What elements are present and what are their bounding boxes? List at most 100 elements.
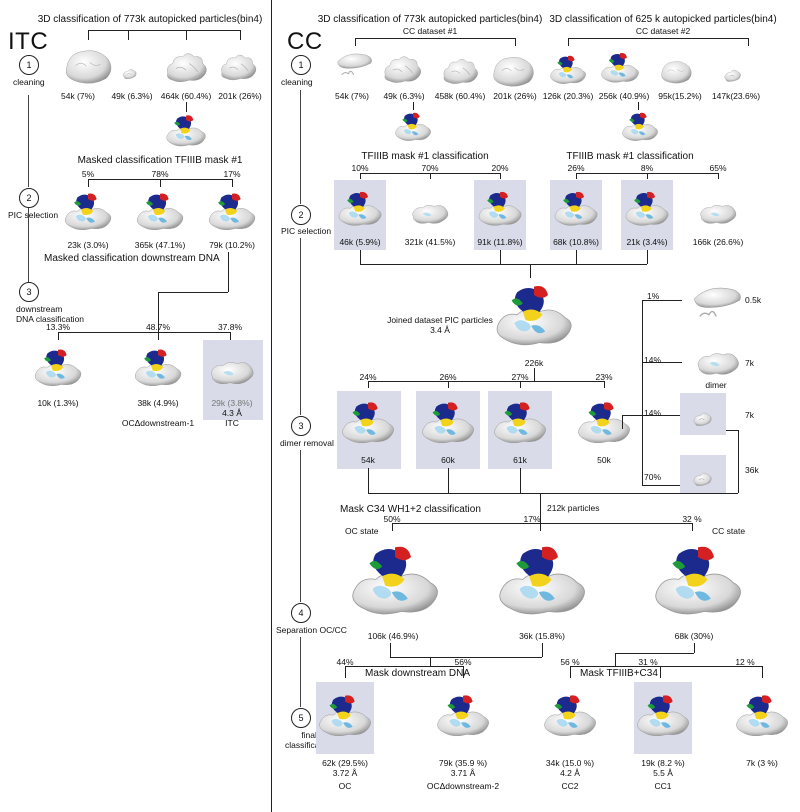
cc-pic2-map-1 [552,186,600,232]
cc-step-line [300,90,301,204]
itc-pic-map-2 [134,188,186,236]
cc-clean1-count-4: 201k (26%) [493,91,537,101]
connector [738,430,739,493]
cc-dimer-label: dimer [705,380,727,390]
cc-side-count-4: 36k [745,465,759,475]
connector [448,468,449,493]
cc-pic2-map-2 [623,186,671,232]
bracket-tick [692,523,693,531]
itc-downstream-title: Masked classification downstream DNA [44,253,220,264]
cc-step-3: 3 [291,416,311,436]
bracket-tick [345,666,346,678]
panel-divider [271,0,272,812]
bracket-tick [232,179,233,187]
cc-mask2-title: TFIIIB mask #1 classification [566,151,694,162]
cc-joined-map [492,276,576,356]
cc-final-right-bracket [570,666,762,667]
itc-ds-pct-3: 37.8% [217,322,243,332]
cc-dimer-pct-4: 23% [595,372,613,382]
cc-dimer-count-2: 60k [441,455,455,465]
cc-dimer-count-4: 50k [597,455,611,465]
bracket-tick [360,173,361,179]
bracket-tick [718,173,719,179]
cc-side-map-4 [683,456,723,492]
connector [368,468,369,493]
itc-clean-count-4: 201k (26%) [218,91,262,101]
cc-sep-count-3: 68k (30%) [674,631,714,641]
connector [390,657,542,658]
connector [622,415,623,429]
cc-pic1-map-3 [476,186,524,232]
itc-clean-map-1 [61,40,115,90]
cc-mask1-ref-map [393,108,433,146]
cc-side-pct-2: 14% [644,355,662,365]
itc-clean-count-3: 464k (60.4%) [160,91,212,101]
cc-header-2: 3D classification of 625 k autopicked pa… [549,14,777,25]
itc-pic-map-1 [62,188,114,236]
cc-final-pct-3: 56 % [560,657,580,667]
itc-clean-count-2: 49k (6.3%) [111,91,153,101]
cc-pic1-count-3: 91k (11.8%) [477,237,523,247]
cc-clean2-map-3 [654,56,698,86]
cc-pic2-count-3: 166k (26.6%) [692,237,744,247]
connector [642,300,682,301]
cc-final-pct-1: 44% [336,657,354,667]
cc-header-1: 3D classification of 773k autopicked par… [317,14,543,25]
bracket-tick [88,179,89,187]
cc-final-pct-5: 12 % [735,657,755,667]
bracket-tick [448,381,449,388]
cc-sep-count-2: 36k (15.8%) [519,631,565,641]
cc-pic1-pct-2: 70% [421,163,439,173]
cc-step-line [300,450,301,602]
bracket-tick [647,173,648,179]
cc-dimer-count-1: 54k [361,455,375,465]
itc-ds-res: 4.3 Å [222,408,242,418]
bracket-tick [355,38,356,46]
connector [726,430,738,431]
itc-ds-name-2: ITC [225,418,239,428]
cc-sep-pct-2: 17% [523,514,541,524]
connector [647,250,648,264]
cc-side-pct-4: 70% [644,472,662,482]
cc-pic2-count-1: 68k (10.8%) [553,237,599,247]
bracket-tick [515,38,516,46]
cc-sep-map-oc [347,535,443,627]
cc-final-res-1: 3.72 Å [332,768,358,778]
itc-pic-pct-3: 17% [223,169,241,179]
cc-step-3-label: dimer removal [280,438,334,448]
connector [642,415,682,416]
cc-final-count-2: 79k (35.9 %) [438,758,488,768]
cc-side-map-1 [691,270,745,336]
connector [360,250,361,264]
cc-step-4-label: Separation OC/CC [276,625,347,635]
cc-pic2-count-2: 21k (3.4%) [626,237,668,247]
cc-final-name-1: OC [338,781,352,791]
itc-clean-map-3 [161,42,211,90]
cc-step-1-label: cleaning [281,77,313,87]
bracket-tick [540,513,541,531]
cc-final-map-oc [316,686,374,746]
itc-ds-bracket [58,332,230,333]
cc-side-count-2: 7k [745,358,754,368]
cc-dimer-bracket [368,381,604,382]
cc-final-pct-4: 31 % [638,657,658,667]
bracket-tick [748,38,749,46]
cc-clean1-map-2 [379,48,425,88]
itc-ds-pct-2: 48.7% [145,322,171,332]
itc-ds-map-3 [206,344,258,392]
cc-side-map-2 [691,338,745,380]
cc-cc-state: CC state [712,526,746,536]
cc-pic1-count-2: 321k (41.5%) [404,237,456,247]
itc-ds-map-1 [32,344,84,392]
cc-dimer-pct-1: 24% [359,372,377,382]
cc-final-map-5 [733,686,791,746]
cc-side-pct-3: 14% [644,408,662,418]
cc-mask1-title: TFIIIB mask #1 classification [361,151,489,162]
bracket-tick [570,666,571,678]
cc-side-count-1: 0.5k [745,295,762,305]
bracket-tick [520,381,521,388]
cc-clean2-map-2 [599,48,641,88]
connector [540,493,541,513]
itc-mask-ref-map [164,110,208,152]
itc-ds-map-2 [132,344,184,392]
